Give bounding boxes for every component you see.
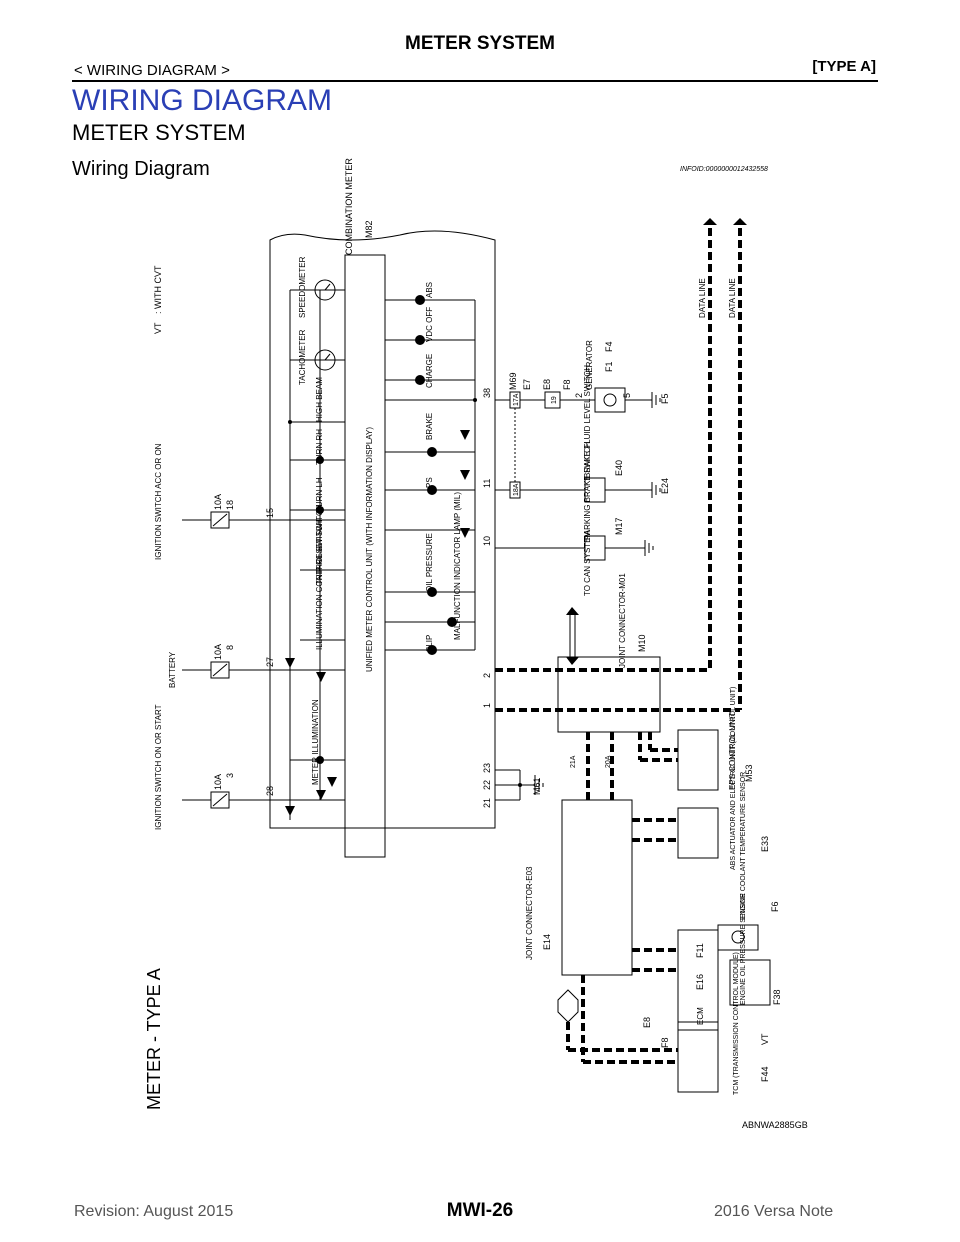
generator-code-2: F4: [604, 341, 614, 352]
joint-m01-label: JOINT CONNECTOR-M01: [618, 573, 627, 668]
unified-unit-label: UNIFIED METER CONTROL UNIT (WITH INFORMA…: [365, 427, 374, 672]
ecm-code-2: F11: [695, 943, 705, 958]
conn-m61: M61: [532, 777, 542, 795]
conn-19: 19: [551, 396, 558, 404]
brake-lamp-label: BRAKE: [425, 413, 434, 440]
footer-model: 2016 Versa Note: [714, 1203, 834, 1220]
speedometer-label: SPEEDOMETER: [298, 256, 307, 318]
ps-lamp-label: PS: [425, 477, 434, 488]
oil-sensor-label: ENGINE OIL PRESSURE SENSOR: [740, 893, 747, 1005]
joint-e03-label: JOINT CONNECTOR-E03: [525, 866, 534, 960]
tcm-conn-e8: E8: [642, 1017, 652, 1028]
eps-label: EPS CONTROL UNIT: [728, 712, 737, 790]
oil-sensor-code: F38: [772, 989, 782, 1005]
mil-lamp-label: MALFUNCTION INDICATOR LAMP (MIL): [453, 492, 462, 640]
system-heading: METER SYSTEM: [72, 120, 246, 145]
sub-heading: Wiring Diagram: [72, 158, 210, 180]
legend-text: : WITH CVT: [153, 265, 163, 314]
type-label: [TYPE A]: [812, 58, 876, 75]
parking-brake-code: M17: [614, 517, 624, 535]
footer-page: MWI-26: [446, 1200, 514, 1221]
conn-18a: 18A: [513, 483, 520, 496]
ign-acc-on-label: IGNITION SWITCH ACC OR ON: [154, 443, 163, 560]
data-line-1: DATA LINE: [698, 278, 707, 318]
conn-e8: E8: [542, 379, 552, 390]
eps-code: M53: [744, 764, 754, 782]
vertical-title: METER - TYPE A: [144, 968, 164, 1110]
illumination-control-label: ILLUMINATION CONTROL SWITCH: [315, 520, 324, 650]
conn-e7: E7: [522, 379, 532, 390]
data-line-2: DATA LINE: [728, 278, 737, 318]
combination-meter-label: COMBINATION METER: [344, 158, 354, 255]
brake-fluid-code: E40: [614, 460, 624, 476]
coolant-code: F6: [770, 901, 780, 912]
abs-unit-code: E33: [760, 836, 770, 852]
pin-11: 11: [482, 479, 492, 488]
tcm-conn-f8: F8: [660, 1037, 670, 1048]
joint-m01-code: M10: [637, 634, 647, 652]
turn-lh-label: TURN LH: [315, 477, 324, 512]
generator-pin-2: 2: [574, 393, 584, 398]
header-rule: [72, 80, 878, 82]
pin-1: 1: [482, 703, 492, 708]
pin-10: 10: [482, 536, 492, 546]
battery-label: BATTERY: [168, 651, 177, 688]
tcm-badge: VT: [760, 1033, 770, 1045]
fuse-1-num: 3: [225, 773, 235, 778]
breadcrumb[interactable]: < WIRING DIAGRAM >: [74, 62, 230, 79]
pin-21: 21: [482, 798, 492, 808]
footer-revision: Revision: August 2015: [74, 1203, 234, 1220]
slip-lamp-label: SLIP: [425, 635, 434, 652]
brake-fluid-label: BRAKE FLUID LEVEL SWITCH: [583, 365, 592, 478]
tcm-label: TCM (TRANSMISSION CONTROL MODULE): [733, 952, 740, 1095]
fuse-1-rating: 10A: [213, 774, 223, 790]
ign-on-start-label: IGNITION SWITCH ON OR START: [154, 704, 163, 830]
conn-21a: 21A: [570, 755, 577, 768]
tcm-code: F44: [760, 1066, 770, 1082]
pin-2: 2: [482, 673, 492, 678]
ecm-label: ECM: [696, 1007, 705, 1025]
conn-20a: 20A: [605, 755, 612, 768]
turn-rh-label: TURN RH: [315, 429, 324, 465]
conn-f8: F8: [562, 379, 572, 390]
generator-label: GENERATOR: [585, 340, 594, 390]
fuse-2-num: 8: [225, 645, 235, 650]
conn-m69: M69: [508, 372, 518, 390]
fuse-2-rating: 10A: [213, 644, 223, 660]
pin-38: 38: [482, 388, 492, 398]
coolant-label: ENGINE COOLANT TEMPERATURE SENSOR: [740, 772, 747, 920]
pin-23: 23: [482, 763, 492, 773]
high-beam-label: HIGH BEAM: [315, 377, 324, 422]
generator-code-1: F1: [604, 361, 614, 372]
brake-fluid-ground: E24: [660, 478, 670, 494]
charge-lamp-label: CHARGE: [425, 354, 434, 388]
abs-unit-label: ABS ACTUATOR AND ELECTRIC UNIT (CONTROL …: [730, 687, 737, 870]
can-label: TO CAN SYSTEM: [583, 530, 592, 596]
pin-22: 22: [482, 780, 492, 790]
combination-meter-code: M82: [364, 220, 374, 238]
ecm-code-1: E16: [695, 974, 705, 990]
figure-code: ABNWA2885GB: [742, 1120, 808, 1130]
generator-ground: F5: [660, 393, 670, 404]
conn-17a: 17A: [513, 393, 520, 406]
info-id: INFOID:0000000012432558: [680, 166, 768, 173]
oil-pressure-lamp-label: OIL PRESSURE: [425, 533, 434, 592]
generator-pin-5: 5: [622, 393, 632, 398]
page-header-title: METER SYSTEM: [405, 33, 555, 54]
section-heading: WIRING DIAGRAM: [72, 84, 332, 117]
trip-reset-label: TRIP RESET SWITCH: [315, 504, 324, 585]
meter-illumination-label: METER ILLUMINATION: [311, 699, 320, 785]
pin-15: 15: [265, 508, 275, 518]
legend-badge: VT: [153, 322, 163, 334]
parking-brake-label: PARKING BRAKE SWITCH: [583, 441, 592, 540]
fuse-3-rating: 10A: [213, 494, 223, 510]
vdc-off-lamp-label: VDC OFF: [425, 307, 434, 342]
pin-28: 28: [265, 786, 275, 796]
joint-e03-code: E14: [542, 934, 552, 950]
tachometer-label: TACHOMETER: [298, 329, 307, 385]
pin-27: 27: [265, 657, 275, 667]
abs-lamp-label: ABS: [425, 282, 434, 298]
fuse-3-num: 18: [225, 500, 235, 510]
